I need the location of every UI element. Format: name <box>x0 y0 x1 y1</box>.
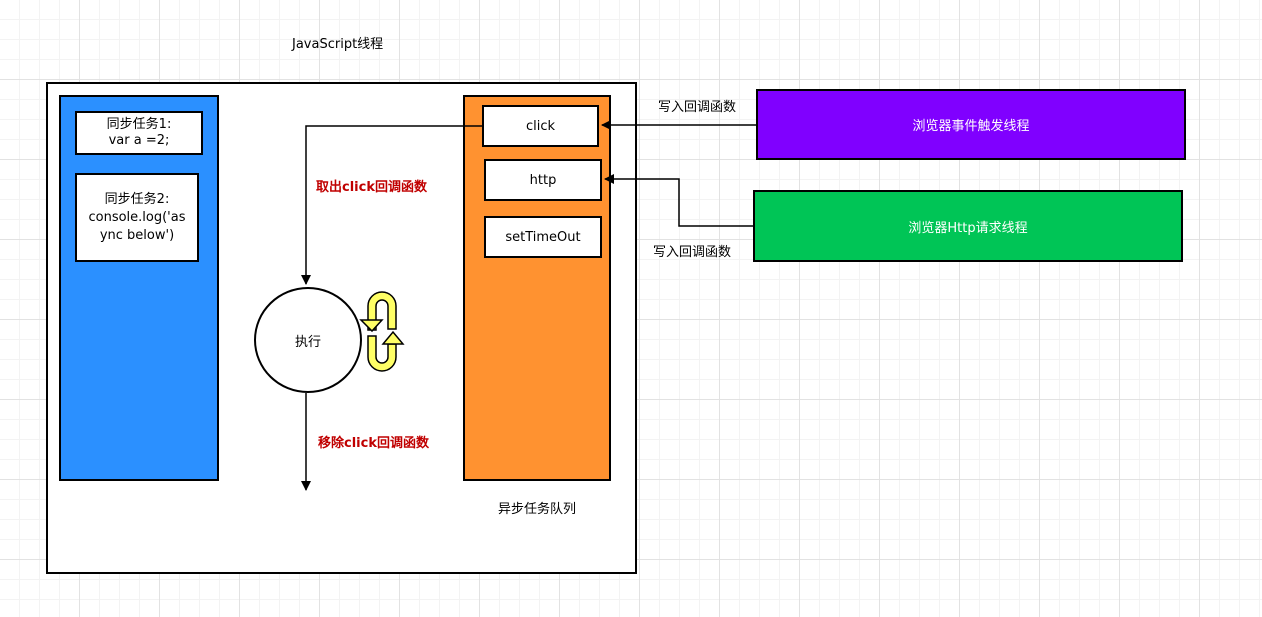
http-request-thread: 浏览器Http请求线程 <box>753 190 1183 262</box>
sync-task-2-title: 同步任务2: <box>104 191 170 207</box>
queue-item-http: http <box>484 159 602 201</box>
sync-task-2-code-line1: console.log('as <box>88 209 186 225</box>
execute-circle: 执行 <box>254 287 362 393</box>
remove-callback-label: 移除click回调函数 <box>318 436 429 451</box>
sync-task-1: 同步任务1: var a =2; <box>75 111 203 155</box>
sync-task-2-code-line2: ync below') <box>99 227 175 243</box>
queue-item-click: click <box>482 105 599 147</box>
take-out-callback-label: 取出click回调函数 <box>316 180 427 195</box>
queue-item-settimeout: setTimeOut <box>484 216 602 258</box>
write-callback-label-top: 写入回调函数 <box>658 100 737 115</box>
diagram-title: JavaScript线程 <box>292 37 384 52</box>
async-queue-label: 异步任务队列 <box>498 502 577 517</box>
sync-task-1-code: var a =2; <box>108 133 170 148</box>
sync-task-2: 同步任务2: console.log('as ync below') <box>75 173 199 262</box>
write-callback-label-bottom: 写入回调函数 <box>653 245 732 260</box>
async-queue-panel <box>463 95 611 481</box>
sync-task-1-title: 同步任务1: <box>106 117 172 132</box>
event-trigger-thread: 浏览器事件触发线程 <box>756 89 1186 160</box>
sync-task-panel <box>59 95 219 481</box>
